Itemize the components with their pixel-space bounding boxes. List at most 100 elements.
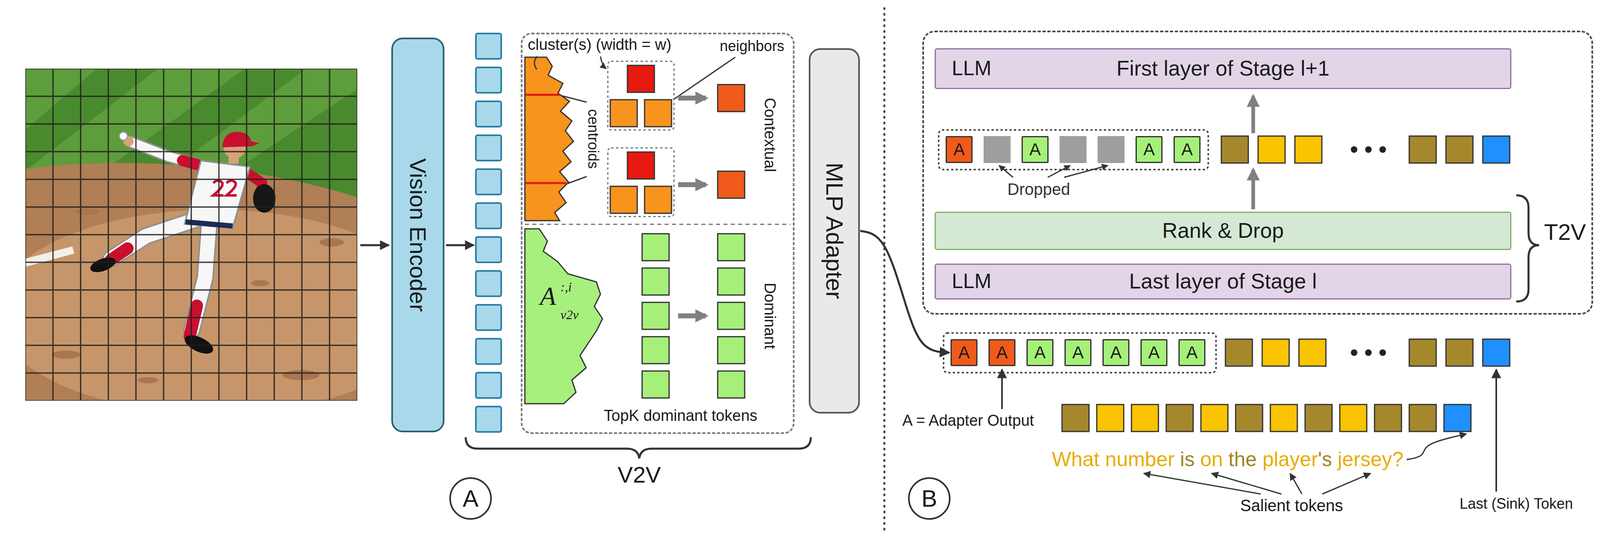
token-letter: A (1181, 139, 1193, 160)
adapter-token: A (988, 339, 1016, 366)
question-token-row (1374, 404, 1402, 432)
layer-name: First layer of Stage l+1 (1116, 56, 1330, 81)
llm-layer-box: LLMLast layer of Stage l (934, 263, 1512, 300)
question-token-row (1096, 404, 1124, 432)
text-token (1225, 339, 1510, 366)
pitcher-photo (185, 221, 233, 226)
adapter-group-outline (938, 129, 1209, 170)
cluster-group (607, 61, 674, 217)
ellipsis (1350, 146, 1386, 153)
leader-line (1289, 473, 1302, 495)
question-token-row (1062, 404, 1089, 432)
text-token (1221, 136, 1249, 163)
visual-token-column (475, 169, 502, 195)
adapter-token: A (1026, 339, 1054, 366)
contextual-histogram (524, 57, 574, 221)
dominant-token (642, 233, 670, 261)
dropped-token (983, 136, 1125, 163)
adapter-token: A (1178, 339, 1206, 366)
encoder-box: Vision Encoder (391, 37, 445, 433)
leader-line (1001, 369, 1497, 492)
dropped-token (1097, 136, 1125, 163)
leader-line (1322, 473, 1371, 495)
pitcher-photo (111, 142, 263, 337)
panel-marker: B (908, 477, 951, 520)
dominant-token (717, 370, 745, 398)
leader-line (1064, 165, 1108, 178)
annotation: TopK dominant tokens (603, 406, 758, 425)
leader-line (600, 56, 607, 69)
layer-name: Last layer of Stage l (1129, 269, 1317, 294)
v2v-internals (524, 56, 791, 404)
leader-line (1211, 473, 1282, 495)
pitcher-photo (25, 246, 75, 267)
pitcher-photo (111, 248, 128, 260)
question-token-row (1200, 404, 1228, 432)
math-superscript: :,i (560, 279, 572, 295)
token-letter: A (1029, 139, 1041, 160)
module-name: T2V (1544, 218, 1587, 246)
adapter-token: A (1173, 136, 1201, 163)
t2v-brace (1516, 195, 1540, 302)
question-token-row (1270, 404, 1298, 432)
text-token (1446, 136, 1473, 163)
question-word: jersey? (1337, 447, 1404, 472)
flow-arrow (1251, 169, 1256, 210)
text-token (1482, 136, 1510, 163)
section-divider (524, 223, 791, 226)
adapter-token: A (1102, 339, 1130, 366)
ellipsis (1350, 146, 1358, 153)
text-token (1409, 136, 1437, 163)
kept-token-row (938, 129, 1510, 170)
panel-letter: A (462, 484, 479, 513)
text-token (1298, 339, 1326, 366)
math-symbol: A (540, 281, 556, 312)
question-line: What numberisontheplayer'sjersey? (1051, 447, 1404, 472)
dropped-token (983, 136, 1011, 163)
model-name: LLM (951, 56, 992, 81)
text-token (1294, 136, 1322, 163)
adapter-token: A (1021, 136, 1049, 163)
pitcher-photo (74, 208, 99, 215)
visual-token-column (475, 67, 502, 93)
question-token-row (1131, 404, 1159, 432)
cluster-group (607, 61, 674, 130)
question-token-row (1305, 404, 1333, 432)
token-letter: A (953, 139, 965, 160)
token-letter: A (1034, 342, 1046, 363)
visual-token-column (475, 33, 502, 59)
leader-line (999, 165, 1014, 178)
visual-token-column (475, 203, 502, 229)
merge-arrow (678, 182, 706, 188)
annotation: Last (Sink) Token (1459, 495, 1573, 512)
text-token (1446, 339, 1473, 366)
dropped-token (1059, 136, 1087, 163)
annotation: neighbors (719, 37, 785, 55)
token-letter: A (1143, 139, 1155, 160)
question-word: player (1262, 447, 1318, 472)
panel-marker: A (449, 477, 492, 520)
visual-token-column (475, 304, 502, 331)
v2v-module-box: cluster(s) (width = w)neighborscentroids… (520, 32, 795, 434)
dominant-token (642, 370, 670, 398)
pitcher-photo (131, 142, 206, 167)
question-token-row (1339, 404, 1367, 432)
visual-token-column (475, 33, 502, 432)
flow-arrow (446, 244, 474, 247)
text-token (1258, 136, 1286, 163)
token-square (610, 65, 745, 214)
ellipsis (1379, 349, 1386, 356)
question-word: is (1180, 447, 1195, 472)
ellipsis (1350, 349, 1386, 356)
pitcher-photo (222, 131, 260, 148)
leader-line (534, 56, 538, 70)
token-square (610, 99, 638, 127)
merge-arrow (678, 95, 706, 101)
visual-token-column (475, 135, 502, 161)
dominant-token (642, 233, 745, 398)
leader-line (1495, 369, 1498, 492)
adapter-token: A (945, 136, 973, 163)
visual-token-column (475, 236, 502, 263)
v2v-brace (465, 437, 811, 459)
